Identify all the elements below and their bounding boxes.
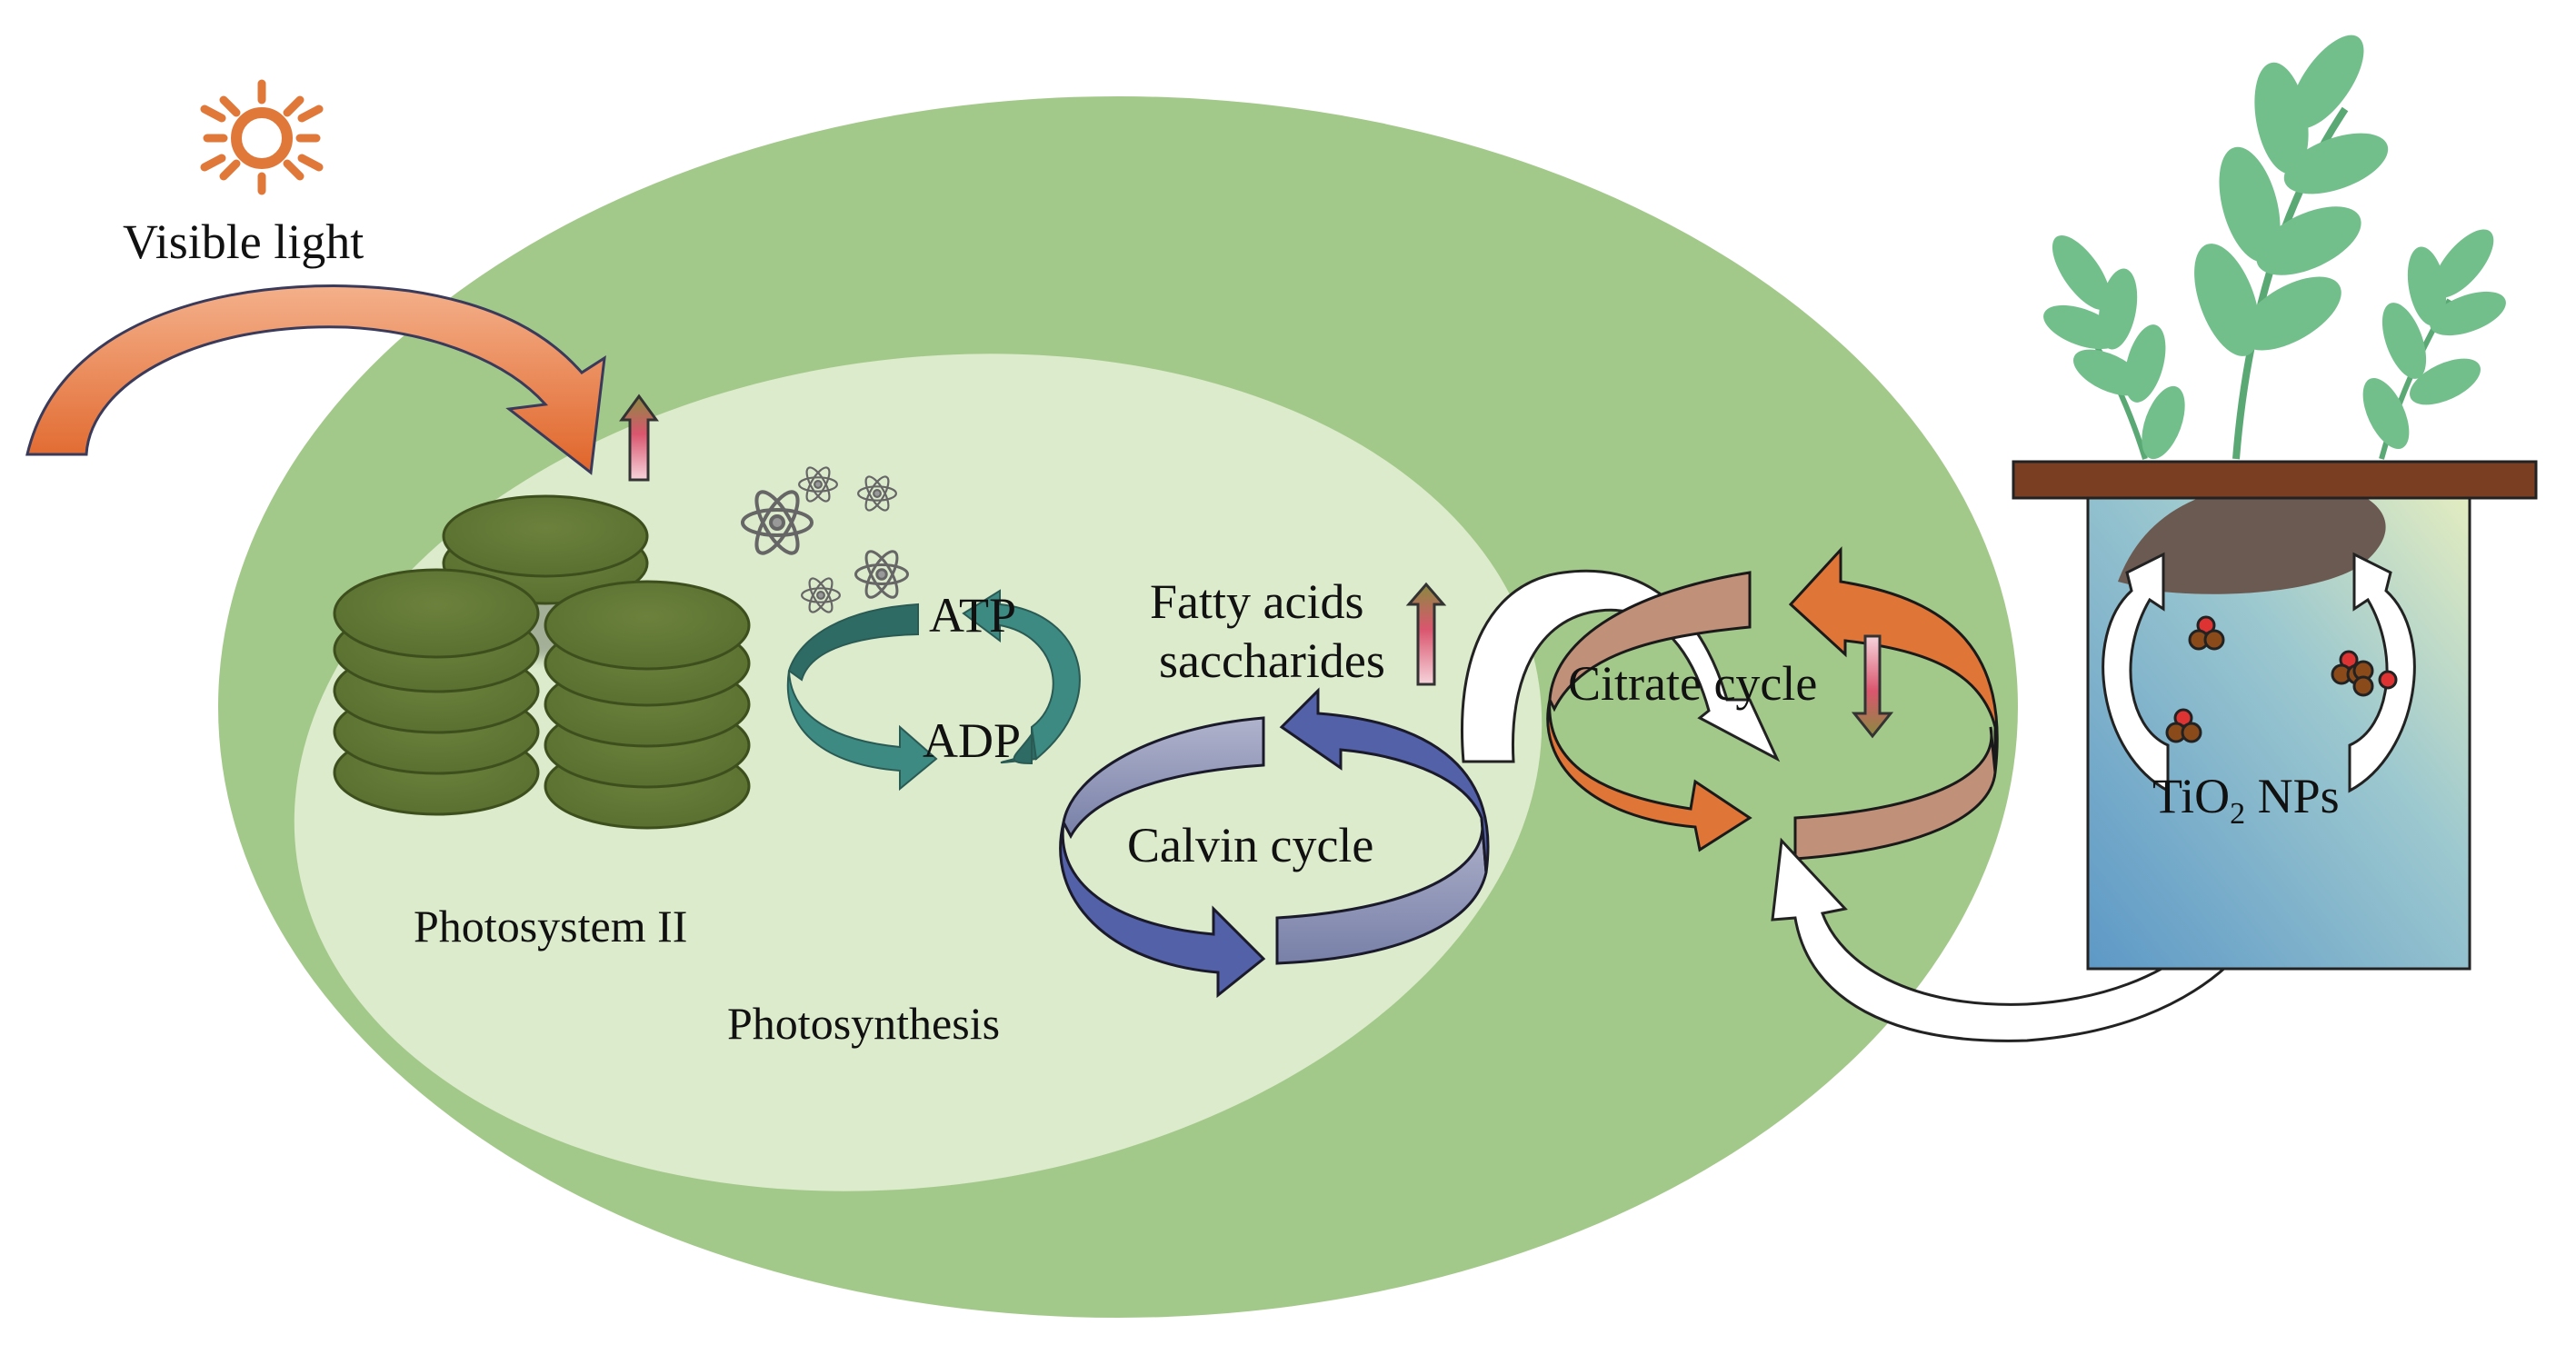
- plant-icon: [2043, 35, 2506, 460]
- atom-icon: [797, 466, 839, 503]
- photosynthesis-label: Photosynthesis: [727, 998, 1000, 1049]
- sun-icon: [200, 79, 324, 195]
- atom-icon: [741, 490, 814, 555]
- atp-adp-cycle: [786, 589, 1081, 792]
- citrate-cycle: [1546, 546, 1999, 861]
- photosystem-up-arrow-icon: [619, 394, 659, 482]
- hydroponic-pot: [2012, 460, 2538, 971]
- tio2-suffix: NPs: [2245, 769, 2340, 823]
- calvin-cycle-label: Calvin cycle: [1127, 818, 1373, 872]
- atp-label: ATP: [929, 588, 1016, 643]
- atom-icon: [856, 475, 898, 512]
- tio2-nanoparticles: [2165, 615, 2398, 743]
- fatty-acids-label: Fatty acids: [1150, 574, 1363, 629]
- citrate-down-arrow-icon: [1851, 634, 1894, 739]
- calvin-cycle: [1059, 687, 1490, 999]
- nanoparticle-icon: [2165, 708, 2202, 743]
- atom-icon: [800, 577, 842, 613]
- citrate-cycle-label: Citrate cycle: [1568, 656, 1817, 711]
- nanoparticle-icon: [2352, 660, 2398, 697]
- white-arrow-tio2-to-citrate: [1771, 821, 2297, 1042]
- tio2-nps-label: TiO2 NPs: [2152, 769, 2340, 831]
- tio2-text: TiO: [2152, 769, 2230, 823]
- fatty-acids-up-arrow-icon: [1405, 582, 1447, 686]
- pot-cycle-arrows: [2102, 552, 2416, 793]
- tio2-subscript: 2: [2230, 797, 2245, 831]
- nanoparticle-icon: [2188, 615, 2225, 651]
- visible-light-label: Visible light: [123, 214, 364, 269]
- white-arrow-calvin-to-citrate: [1461, 569, 1781, 763]
- atom-icon: [854, 550, 909, 599]
- thylakoid-stacks: [333, 494, 751, 830]
- adp-label: ADP: [923, 713, 1021, 768]
- light-arrow: [25, 284, 606, 475]
- photosystem-label: Photosystem II: [414, 901, 687, 951]
- saccharides-label: saccharides: [1159, 633, 1385, 688]
- atom-icons: [741, 466, 909, 613]
